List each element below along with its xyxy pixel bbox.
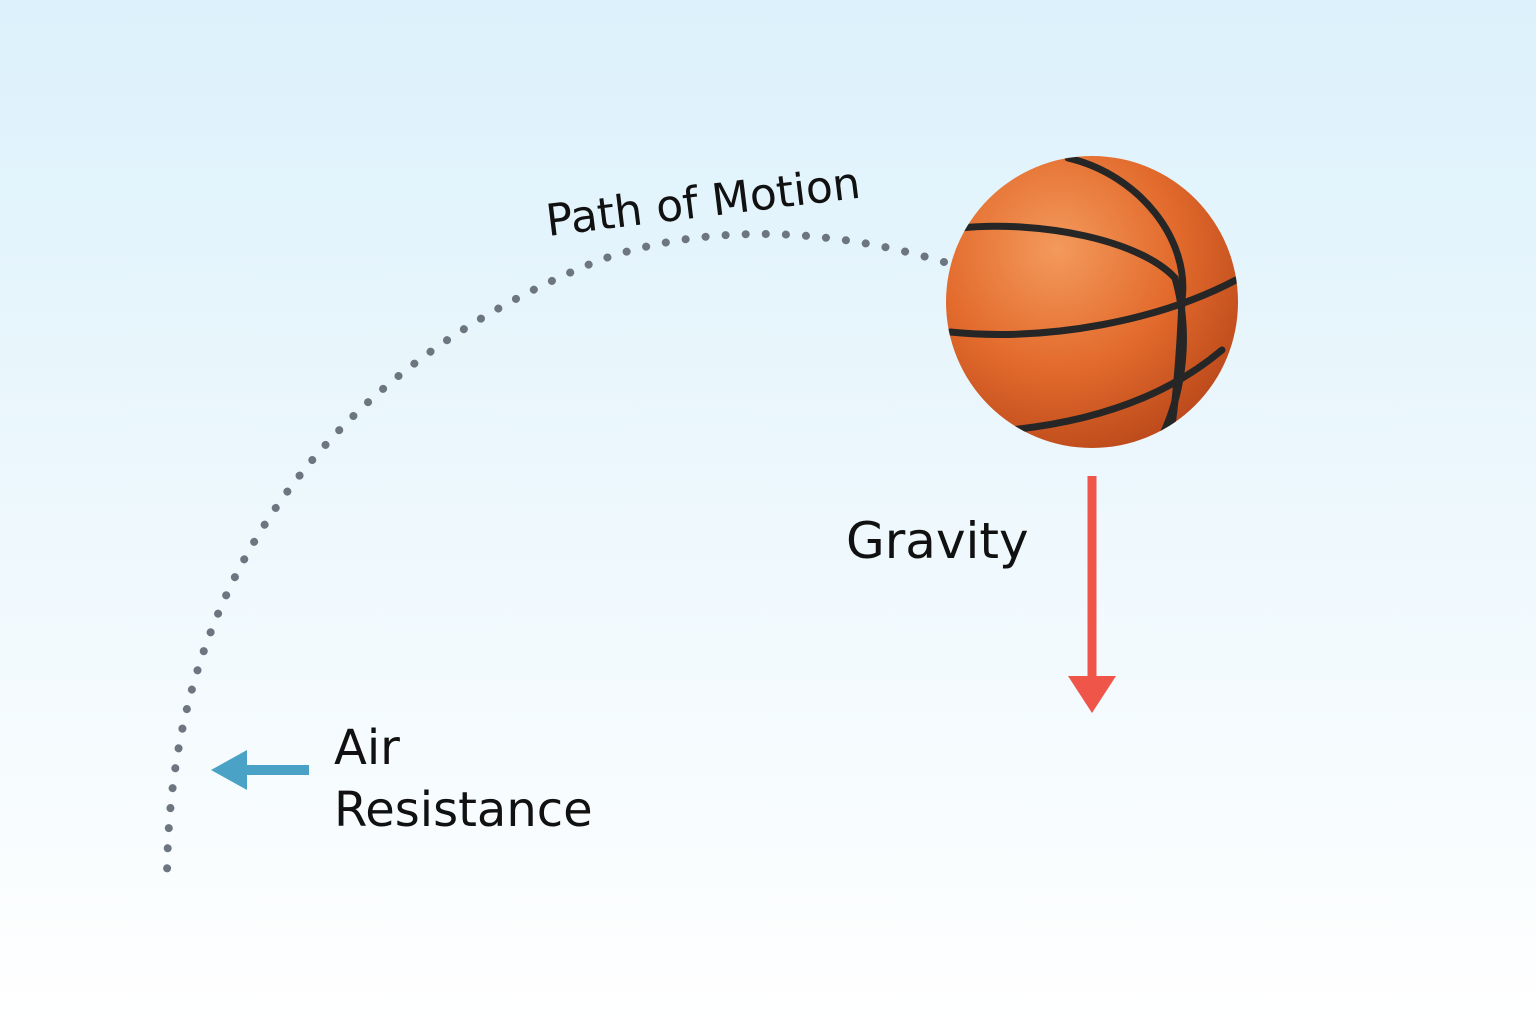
air-resistance-label-line2: Resistance bbox=[334, 782, 593, 838]
arrow-down-icon bbox=[1068, 476, 1116, 713]
gravity-label: Gravity bbox=[846, 512, 1029, 570]
air-resistance-label-line1: Air bbox=[334, 720, 400, 776]
arrow-left-icon bbox=[211, 750, 309, 790]
path-of-motion-curve bbox=[163, 230, 948, 879]
basketball-icon bbox=[946, 156, 1238, 448]
air-resistance-label: Air Resistance bbox=[334, 720, 593, 838]
